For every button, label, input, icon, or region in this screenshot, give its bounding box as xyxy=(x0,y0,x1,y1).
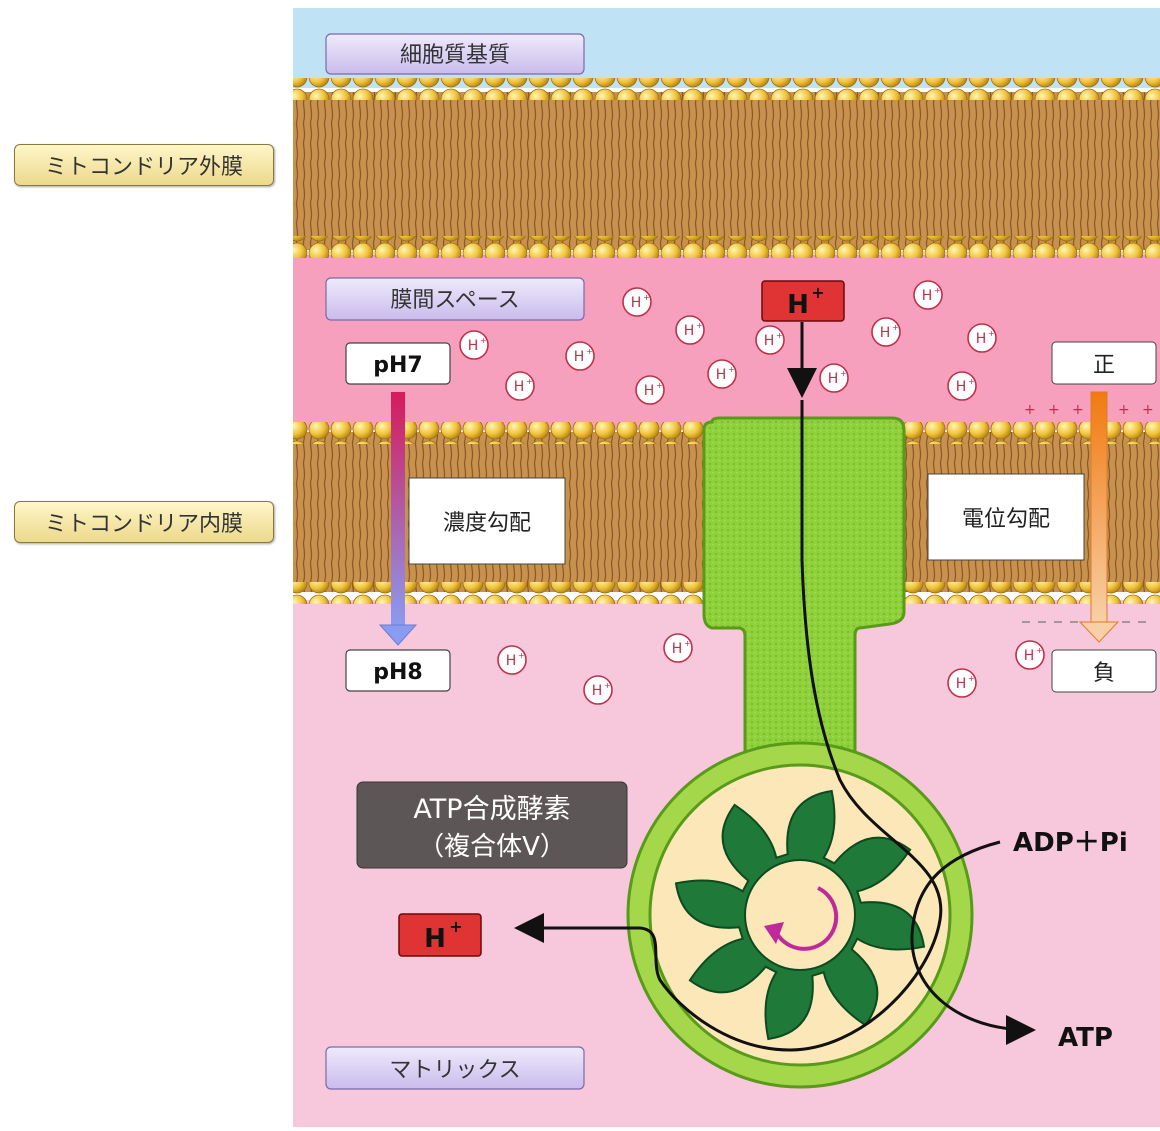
proton-ion: H+ xyxy=(498,646,526,674)
potential-gradient-box: 電位勾配 xyxy=(928,474,1084,560)
adp-pi-text: ADP＋Pi xyxy=(1013,828,1128,858)
proton-ion-charge: + xyxy=(840,369,847,378)
proton-ion-h: H xyxy=(631,295,642,311)
outer-membrane-label-text: ミトコンドリア外膜 xyxy=(45,149,243,181)
proton-ion-charge: + xyxy=(1036,646,1043,655)
proton-ion-h: H xyxy=(644,383,655,399)
proton-ion: H+ xyxy=(636,376,664,404)
ph7-box: pH7 xyxy=(346,343,450,384)
proton-ion-h: H xyxy=(716,367,727,383)
atp-synthase-label-line2: （複合体V） xyxy=(418,832,566,862)
negative-box: 負 xyxy=(1052,650,1156,692)
proton-ion: H+ xyxy=(948,669,976,697)
proton-ion-charge: + xyxy=(934,286,941,295)
proton-ion-charge: + xyxy=(892,323,899,332)
proton-box-top: H + xyxy=(762,281,844,321)
label-intermembrane-space: 膜間スペース xyxy=(326,278,584,320)
proton-ion-h: H xyxy=(684,323,695,339)
proton-ion: H+ xyxy=(968,324,996,352)
intermembrane-space-text: 膜間スペース xyxy=(390,288,519,313)
rotor-center xyxy=(745,860,855,970)
proton-top-h: H xyxy=(787,290,809,320)
proton-ion-charge: + xyxy=(696,321,703,330)
proton-ion-h: H xyxy=(506,653,517,669)
ph8-text: pH8 xyxy=(373,660,422,685)
proton-ion-charge: + xyxy=(968,377,975,386)
proton-ion: H+ xyxy=(1016,641,1044,669)
proton-ion-charge: + xyxy=(604,681,611,690)
proton-ion: H+ xyxy=(820,364,848,392)
concentration-gradient-box: 濃度勾配 xyxy=(409,478,565,564)
matrix-text: マトリックス xyxy=(389,1058,520,1083)
proton-ion: H+ xyxy=(506,372,534,400)
outer-membrane xyxy=(293,78,1160,258)
atp-synthase-label-line1: ATP合成酵素 xyxy=(413,794,570,825)
proton-ion-h: H xyxy=(976,331,987,347)
proton-ion: H+ xyxy=(676,316,704,344)
atp-text: ATP xyxy=(1058,1023,1113,1053)
svg-text:+: + xyxy=(1048,402,1060,418)
proton-ion-h: H xyxy=(468,338,479,354)
proton-ion-h: H xyxy=(1024,648,1035,664)
label-cytoplasmic-matrix: 細胞質基質 xyxy=(326,34,584,74)
proton-ion: H+ xyxy=(914,281,942,309)
inner-membrane-label-text: ミトコンドリア内膜 xyxy=(45,506,243,538)
inner-membrane-label: ミトコンドリア内膜 xyxy=(14,501,274,543)
proton-bottom-charge: + xyxy=(449,917,462,936)
proton-ion: H+ xyxy=(948,372,976,400)
proton-bottom-h: H xyxy=(424,924,446,954)
proton-ion: H+ xyxy=(756,326,784,354)
proton-ion-charge: + xyxy=(526,377,533,386)
svg-text:+: + xyxy=(1024,402,1036,418)
proton-ion-h: H xyxy=(922,288,933,304)
proton-box-bottom: H + xyxy=(399,914,481,956)
proton-ion-charge: + xyxy=(988,329,995,338)
proton-ion: H+ xyxy=(872,318,900,346)
proton-ion-charge: + xyxy=(776,331,783,340)
label-matrix: マトリックス xyxy=(326,1047,584,1089)
proton-ion-h: H xyxy=(514,379,525,395)
proton-ion-h: H xyxy=(574,349,585,365)
proton-ion: H+ xyxy=(460,331,488,359)
proton-ion-charge: + xyxy=(656,381,663,390)
positive-text: 正 xyxy=(1093,353,1115,378)
proton-ion-charge: + xyxy=(728,365,735,374)
concentration-gradient-text: 濃度勾配 xyxy=(443,511,531,536)
potential-gradient-text: 電位勾配 xyxy=(962,507,1050,532)
proton-ion-charge: + xyxy=(684,639,691,648)
proton-ion-charge: + xyxy=(518,651,525,660)
proton-ion-h: H xyxy=(956,379,967,395)
svg-text:+: + xyxy=(1142,402,1154,418)
svg-text:+: + xyxy=(1072,402,1084,418)
negative-text: 負 xyxy=(1093,661,1115,686)
proton-ion-charge: + xyxy=(480,336,487,345)
proton-ion-h: H xyxy=(828,371,839,387)
proton-ion-h: H xyxy=(672,641,683,657)
ph7-text: pH7 xyxy=(373,353,422,378)
proton-top-charge: + xyxy=(811,283,824,302)
svg-text:+: + xyxy=(1118,402,1130,418)
ph8-box: pH8 xyxy=(346,650,450,691)
cytoplasmic-matrix-text: 細胞質基質 xyxy=(400,43,510,68)
outer-membrane-label: ミトコンドリア外膜 xyxy=(14,144,274,186)
proton-ion-charge: + xyxy=(586,347,593,356)
proton-ion: H+ xyxy=(708,360,736,388)
proton-ion: H+ xyxy=(566,342,594,370)
proton-ion: H+ xyxy=(664,634,692,662)
proton-ion-charge: + xyxy=(643,293,650,302)
proton-ion-h: H xyxy=(764,333,775,349)
positive-box: 正 xyxy=(1052,342,1156,384)
proton-ion-charge: + xyxy=(968,674,975,683)
proton-ion: H+ xyxy=(584,676,612,704)
proton-ion-h: H xyxy=(880,325,891,341)
proton-ion-h: H xyxy=(956,676,967,692)
proton-ion: H+ xyxy=(623,288,651,316)
proton-ion-h: H xyxy=(592,683,603,699)
atp-synthase-label: ATP合成酵素 （複合体V） xyxy=(357,782,627,868)
